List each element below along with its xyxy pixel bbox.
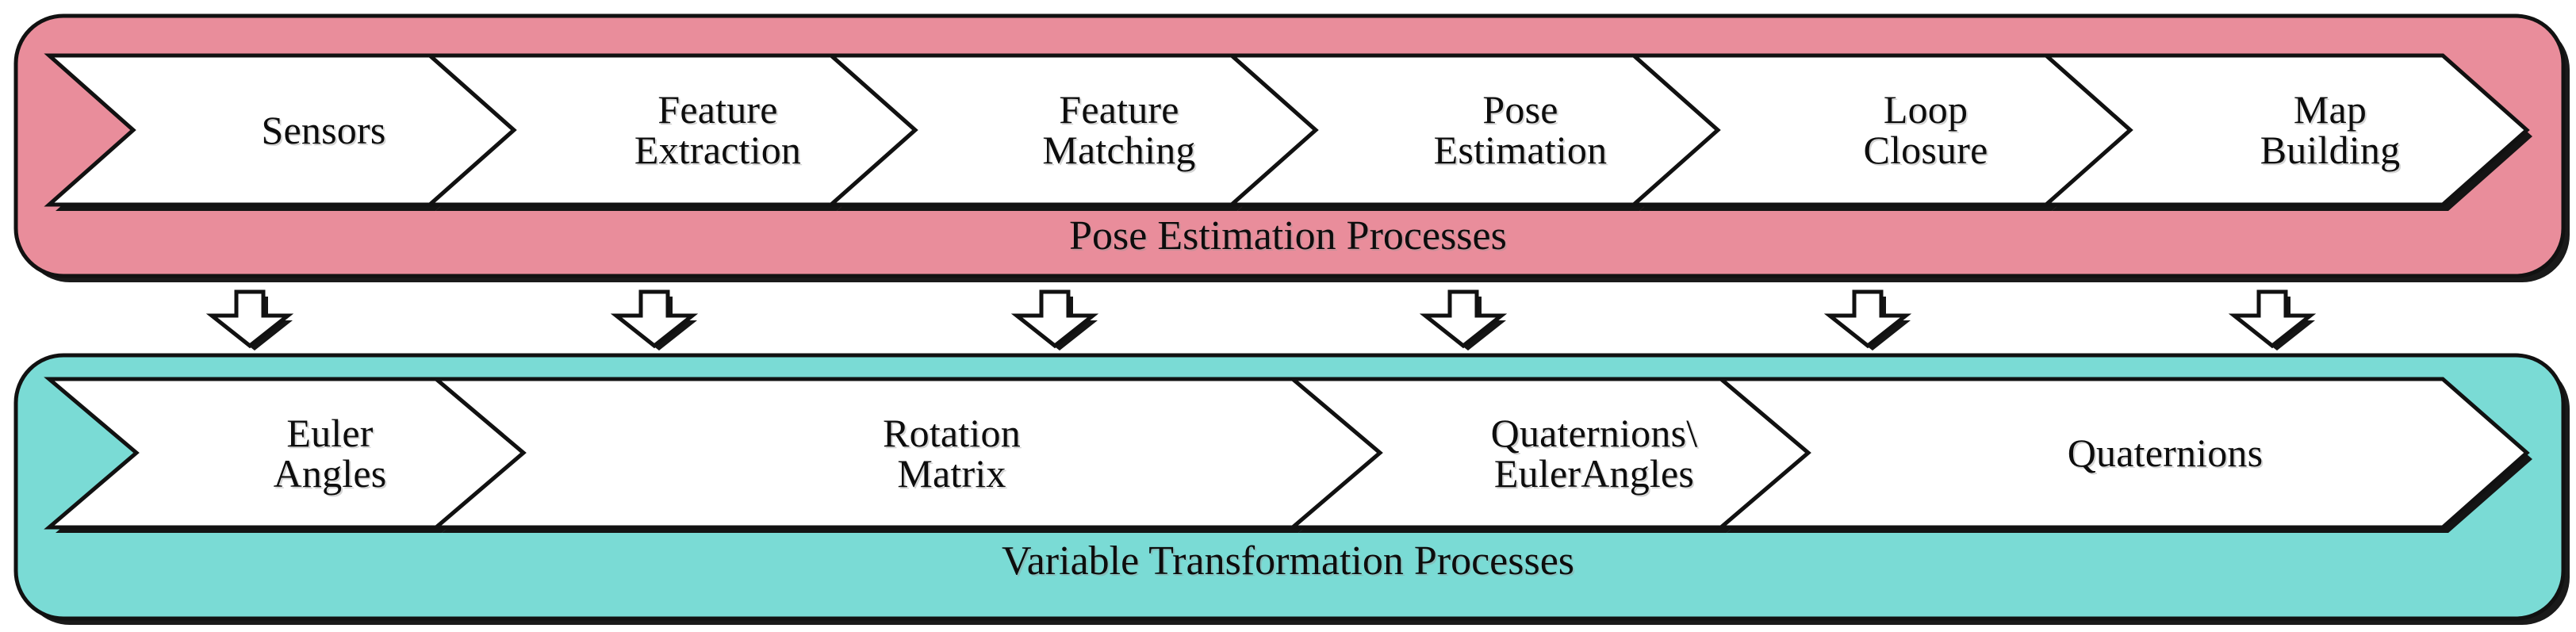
arrow-down-icon-2: [610, 289, 699, 350]
chevron-quaternions-euler-angles[interactable]: [1287, 377, 1814, 533]
chevron-loop-closure[interactable]: [1628, 53, 2136, 211]
arrow-down-icon-5: [1823, 289, 1912, 350]
pose-estimation-chevrons: [44, 53, 2532, 211]
variable-transformation-chevrons: [44, 377, 2532, 533]
chevron-feature-matching[interactable]: [826, 53, 1321, 211]
arrow-down-icon-3: [1010, 289, 1099, 350]
arrow-down-icon-4: [1419, 289, 1508, 350]
chevron-sensors[interactable]: [44, 53, 519, 211]
chevron-quaternions[interactable]: [1715, 377, 2532, 533]
chevron-map-building[interactable]: [2041, 53, 2532, 211]
arrow-down-icon-6: [2228, 289, 2317, 350]
chevron-pose-estimation[interactable]: [1226, 53, 1723, 211]
arrow-down-icon-1: [205, 289, 294, 350]
chevron-rotation-matrix[interactable]: [431, 377, 1386, 533]
connector-arrows: [205, 289, 2317, 350]
